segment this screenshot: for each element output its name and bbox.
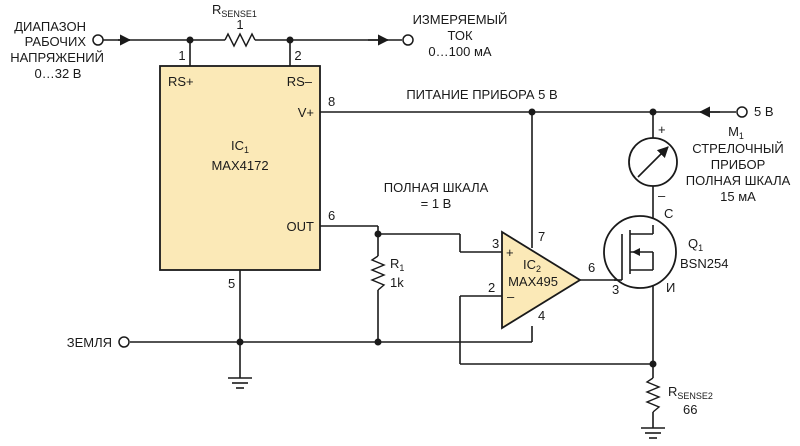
pin-number: 3 <box>492 236 499 251</box>
ic1-pin-vp: V+ <box>298 105 314 120</box>
ic1-pin-rs-minus: RS– <box>287 74 313 89</box>
meter-line-1: СТРЕЛОЧНЫЙ <box>692 141 784 156</box>
ic2-minus-sign: – <box>507 289 515 304</box>
pin-number: 8 <box>328 94 335 109</box>
label-measured-current-1: ИЗМЕРЯЕМЫЙ <box>413 12 508 27</box>
ic2-part: MAX495 <box>508 274 558 289</box>
r1-label: R1 <box>390 256 404 273</box>
label-measured-current-2: ТОК <box>447 28 472 43</box>
label-voltage-range-3: НАПРЯЖЕНИЙ <box>10 50 104 65</box>
ic1-pin-out: OUT <box>287 219 315 234</box>
junction-dot <box>286 36 294 44</box>
junction-dot <box>528 108 536 116</box>
q1-mosfet <box>603 215 677 289</box>
label-voltage-range-4: 0…32 В <box>35 66 82 81</box>
ground-symbol-icon <box>641 427 665 439</box>
terminal-ground <box>118 336 130 348</box>
q1-part: BSN254 <box>680 256 728 271</box>
meter-line-3: ПОЛНАЯ ШКАЛА <box>686 173 791 188</box>
ic2-plus-sign: + <box>506 245 514 260</box>
r1-value: 1k <box>390 275 404 290</box>
pin-number: 2 <box>294 48 301 63</box>
ic1-ref: IC1 <box>231 138 249 155</box>
junction-dot <box>374 230 382 238</box>
junction-dot <box>374 338 382 346</box>
ground-symbol-icon <box>228 377 252 389</box>
ic2-ref: IC2 <box>523 257 541 274</box>
label-ground: ЗЕМЛЯ <box>67 335 112 350</box>
terminal-output <box>402 34 414 46</box>
meter-ref: M1 <box>728 124 744 141</box>
meter-needle-icon <box>637 146 669 178</box>
ic1-part: MAX4172 <box>211 158 268 173</box>
q1-drain-label: С <box>664 206 673 221</box>
meter-minus: – <box>658 188 666 203</box>
ic1-box <box>159 65 321 271</box>
label-voltage-range-2: РАБОЧИХ <box>25 34 87 49</box>
label-5v-terminal: 5 В <box>754 104 774 119</box>
pin-number: 1 <box>178 48 185 63</box>
q1-ref: Q1 <box>688 236 703 253</box>
terminal-5v <box>736 106 748 118</box>
rsense2-resistor <box>645 377 661 413</box>
label-measured-current-3: 0…100 мА <box>428 44 491 59</box>
meter-line-4: 15 мА <box>720 189 756 204</box>
meter-plus: + <box>658 122 666 137</box>
meter-line-2: ПРИБОР <box>711 157 766 172</box>
pin-number: 2 <box>488 280 495 295</box>
meter-m1 <box>628 137 678 187</box>
rsense1-label: RSENSE1 <box>212 2 257 19</box>
pin-number: 4 <box>538 308 545 323</box>
junction-dot <box>649 360 657 368</box>
ic1-pin-rs-plus: RS+ <box>168 74 194 89</box>
rsense1-value: 1 <box>236 17 243 32</box>
terminal-input <box>92 34 104 46</box>
body-arrow-icon <box>632 248 640 256</box>
pin-number: 6 <box>588 260 595 275</box>
rsense2-label: RSENSE2 <box>668 384 713 401</box>
pin-number: 6 <box>328 208 335 223</box>
q1-source-label: И <box>666 280 675 295</box>
label-full-scale-1: ПОЛНАЯ ШКАЛА <box>384 180 489 195</box>
pin-number: 3 <box>612 282 619 297</box>
ic2-opamp <box>501 230 582 330</box>
label-supply: ПИТАНИЕ ПРИБОРА 5 В <box>406 87 557 102</box>
label-voltage-range-1: ДИАПАЗОН <box>14 19 86 34</box>
rsense2-value: 66 <box>683 402 697 417</box>
r1-resistor <box>370 255 386 291</box>
pin-number: 7 <box>538 229 545 244</box>
junction-dot <box>236 338 244 346</box>
label-full-scale-2: = 1 В <box>421 196 452 211</box>
rsense1-resistor <box>224 32 256 48</box>
junction-dot <box>186 36 194 44</box>
junction-dot <box>649 108 657 116</box>
wires <box>103 34 736 428</box>
pin-number: 5 <box>228 276 235 291</box>
